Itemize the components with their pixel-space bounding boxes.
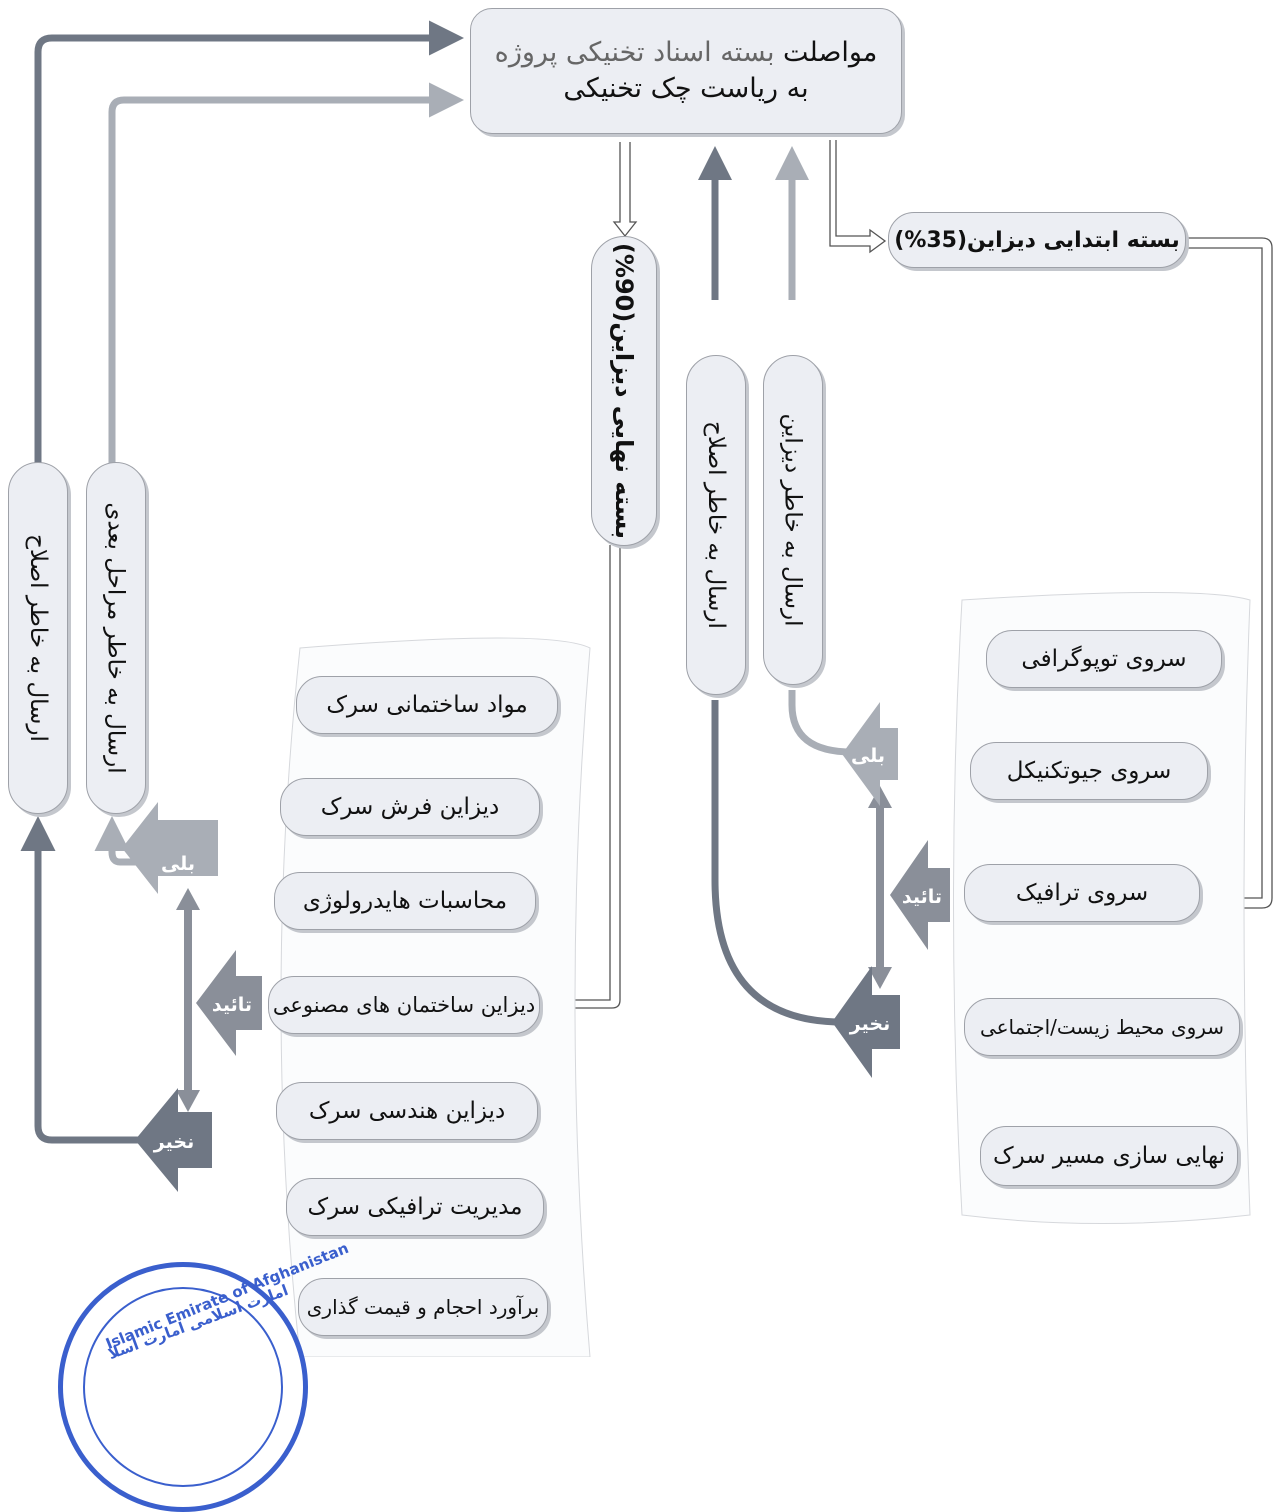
right-yes-label: بلی	[851, 745, 885, 767]
left-next-step-up-line	[108, 82, 464, 465]
right-no-label: نخیر	[849, 1013, 890, 1035]
survey-item-topography: سروی توپوگرافی	[986, 630, 1222, 688]
initial-package-box: بسته ابتدایی دیزاین(35%)	[888, 212, 1186, 268]
final-package-label: بسته نهایی دیزاین(90%)	[609, 242, 638, 540]
top-box-line1: مواصلت بسته اسناد تخنیکی پروژه	[495, 35, 878, 71]
design-item-materials: مواد ساختمانی سرک	[296, 676, 558, 734]
design-item-traffic-management: مدیریت ترافیکی سرک	[286, 1178, 544, 1236]
design-item-label: دیزاین هندسی سرک	[308, 1098, 506, 1124]
hollow-arrow-to-final	[612, 142, 638, 238]
left-revision-label: ارسال به خاطر اصلاح	[25, 534, 51, 742]
left-approve-arrow: تائید	[196, 950, 262, 1056]
design-item-cost-estimate: برآورد احجام و قیمت گذاری	[298, 1278, 548, 1336]
right-revision-label: ارسال به خاطر اصلاح	[703, 421, 729, 629]
left-next-step-label: ارسال به خاطر مراحل بعدی	[102, 502, 129, 774]
final-package-pill: بسته نهایی دیزاین(90%)	[591, 236, 657, 546]
left-yes-label: بلی	[161, 853, 195, 875]
survey-item-traffic: سروی ترافیک	[964, 864, 1200, 922]
survey-item-label: سروی ترافیک	[1015, 880, 1149, 906]
design-item-label: مدیریت ترافیکی سرک	[307, 1194, 523, 1220]
top-box-submission: مواصلت بسته اسناد تخنیکی پروژه به ریاست …	[470, 8, 902, 134]
design-item-label: مواد ساختمانی سرک	[326, 692, 528, 718]
right-no-arrow: نخیر	[832, 966, 900, 1078]
left-approve-label: تائید	[212, 994, 252, 1016]
right-revision-pill: ارسال به خاطر اصلاح	[686, 355, 746, 695]
right-yes-design-curve	[788, 690, 853, 756]
design-item-pavement: دیزاین فرش سرک	[280, 778, 540, 836]
design-item-hydrology: محاسبات هایدرولوژی	[274, 872, 536, 930]
left-next-step-pill: ارسال به خاطر مراحل بعدی	[86, 462, 146, 814]
survey-item-environment: سروی محیط زیست/اجتماعی	[964, 998, 1240, 1056]
left-no-arrow: نخیر	[135, 1088, 212, 1192]
right-no-revision-curve	[711, 700, 843, 1026]
right-design-label: ارسال به خاطر دیزاین	[779, 413, 806, 627]
official-stamp: Islamic Emirate of Afghanistan امارت اسل…	[58, 1239, 351, 1512]
design-item-label: محاسبات هایدرولوژی	[302, 888, 508, 914]
design-item-label: دیزاین فرش سرک	[320, 794, 500, 820]
hollow-arrow-to-initial	[829, 140, 887, 254]
right-approve-label: تائید	[902, 886, 942, 908]
design-item-label: برآورد احجام و قیمت گذاری	[306, 1295, 540, 1319]
design-item-structures: دیزاین ساختمان های مصنوعی	[268, 976, 540, 1034]
top-box-line1-bold: مواصلت	[783, 36, 878, 68]
initial-package-label: بسته ابتدایی دیزاین(35%)	[894, 227, 1180, 253]
left-yes-arrow: بلی	[122, 802, 218, 894]
top-box-line2: به ریاست چک تخنیکی	[563, 73, 809, 104]
left-revision-up-line	[34, 20, 464, 465]
survey-item-label: نهایی سازی مسیر سرک	[993, 1143, 1225, 1169]
design-item-geometric: دیزاین هندسی سرک	[276, 1082, 538, 1140]
design-item-label: دیزاین ساختمان های مصنوعی	[272, 993, 536, 1017]
left-revision-pill: ارسال به خاطر اصلاح	[8, 462, 68, 814]
right-design-pill: ارسال به خاطر دیزاین	[763, 355, 823, 685]
survey-item-route-finalization: نهایی سازی مسیر سرک	[980, 1126, 1238, 1186]
survey-item-geotechnical: سروی جیوتکنیکل	[970, 742, 1208, 800]
right-approve-arrow: تائید	[890, 840, 950, 950]
top-box-line1-rest: بسته اسناد تخنیکی پروژه	[494, 36, 784, 68]
left-next-step-return-line	[94, 816, 160, 866]
left-revision-return-line	[20, 816, 188, 1144]
survey-item-label: سروی جیوتکنیکل	[1006, 758, 1172, 784]
left-no-label: نخیر	[153, 1131, 194, 1153]
survey-item-label: سروی محیط زیست/اجتماعی	[979, 1015, 1225, 1039]
right-yes-arrow: بلی	[842, 702, 898, 806]
survey-item-label: سروی توپوگرافی	[1021, 646, 1187, 672]
